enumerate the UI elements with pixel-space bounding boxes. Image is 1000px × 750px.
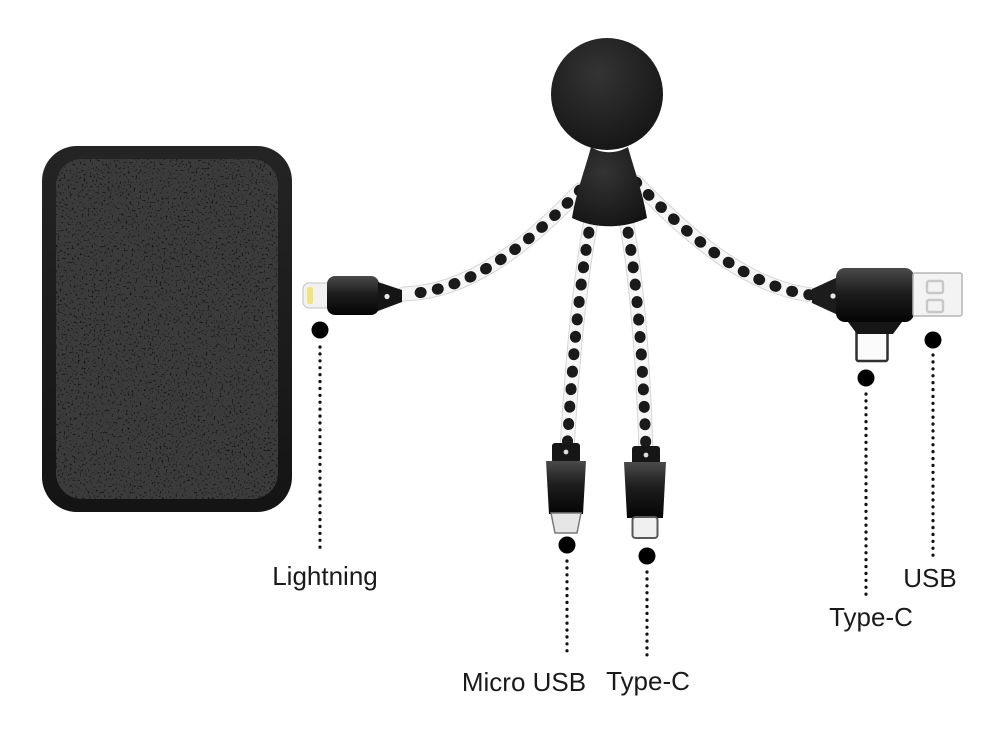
dot-lightning	[311, 321, 329, 339]
type-c-bottom-body	[624, 462, 666, 518]
dot-usb	[924, 331, 942, 349]
label-type-c-right: Type-C	[829, 602, 913, 632]
dot-type-c-bottom	[638, 547, 656, 565]
usb-a-hole-top	[925, 279, 945, 295]
adapter-strain-dot	[830, 293, 836, 299]
labels: Lightning Micro USB Type-C Type-C USB	[272, 561, 957, 697]
cable-leg-right	[617, 207, 654, 460]
annotation-dots	[311, 321, 942, 565]
type-c-bottom-strain-dot	[643, 452, 649, 458]
power-bank-speckle-texture	[56, 159, 278, 499]
lightning-strain-relief	[378, 282, 402, 311]
adapter-body	[836, 268, 914, 322]
micro-usb-metal-tip	[550, 512, 582, 534]
dot-micro-usb	[558, 536, 576, 554]
cable-leg-left	[559, 207, 600, 458]
micro-usb-strain-dot	[563, 449, 569, 455]
micro-usb-body	[546, 461, 586, 514]
label-micro-usb: Micro USB	[462, 667, 586, 697]
cable-arm-right	[628, 174, 830, 304]
leader-lines	[318, 345, 935, 660]
figure-head	[551, 38, 663, 150]
label-lightning: Lightning	[272, 561, 378, 591]
adapter-strain-relief	[812, 277, 838, 315]
usb-a-hole-bottom	[925, 298, 945, 314]
lightning-connector	[302, 276, 402, 315]
cable-figure	[551, 38, 663, 227]
dot-type-c-right	[857, 369, 875, 387]
label-usb: USB	[903, 563, 956, 593]
micro-usb-connector	[546, 443, 586, 534]
usb-type-c-adapter	[812, 268, 963, 363]
lightning-strain-dot	[384, 293, 390, 300]
adapter-usb-a-metal	[912, 272, 963, 317]
figure-body	[572, 147, 647, 227]
type-c-bottom-metal-tip	[631, 516, 659, 539]
power-bank	[42, 146, 292, 512]
label-type-c-bottom: Type-C	[606, 666, 690, 696]
type-c-connector-bottom	[624, 446, 666, 539]
cable-arms-legs	[396, 174, 830, 460]
lightning-body	[327, 276, 379, 315]
cable-arm-left	[396, 182, 588, 302]
lightning-contact-strip	[307, 287, 313, 304]
adapter-type-c-tip	[855, 328, 889, 363]
